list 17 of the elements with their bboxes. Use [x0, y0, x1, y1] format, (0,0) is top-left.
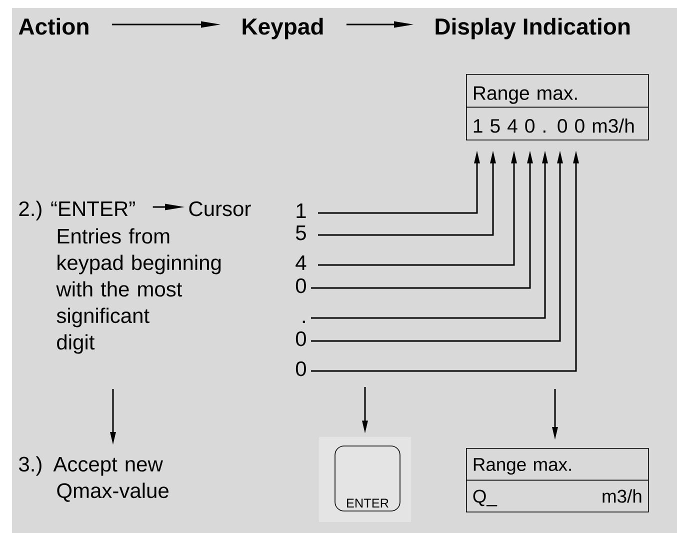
- step-text: 2.) “ENTER”: [19, 200, 135, 220]
- digit: 0: [296, 331, 306, 346]
- step-text: Cursor: [189, 201, 251, 216]
- column-heading: Display Indication: [436, 18, 630, 40]
- digit: 0: [296, 361, 306, 376]
- instruction-text: Entries from keypad beginning with the most significant digit: [56, 228, 221, 354]
- enter-key: ENTER: [334, 446, 400, 512]
- column-heading: Action: [18, 18, 88, 35]
- digit: 0: [296, 278, 306, 294]
- digit: .: [302, 320, 305, 323]
- column-heading: Keypad: [242, 18, 323, 40]
- digit: 1: [296, 204, 306, 218]
- display-box: Range max. Q_ m3/h: [466, 448, 649, 512]
- display-box: Range max. 1 5 4 0 . 0 0 m3/h: [466, 74, 649, 140]
- digit: 4: [296, 256, 306, 270]
- digit: 5: [296, 226, 306, 240]
- step-text: 3.) Accept new Qmax-value: [19, 456, 168, 502]
